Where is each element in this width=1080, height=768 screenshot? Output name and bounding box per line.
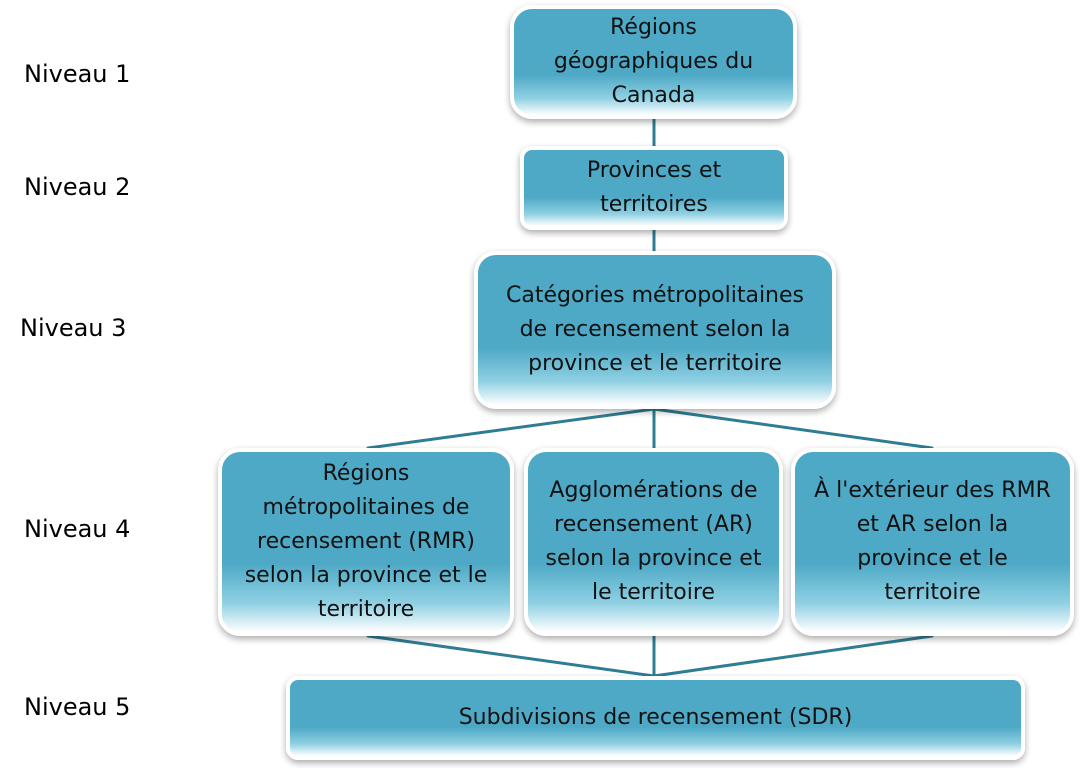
node-census-subdivisions: Subdivisions de recensement (SDR) [286, 676, 1025, 760]
node-ca-text: Agglomérations de recensement (AR) selon… [545, 478, 762, 605]
level-5-label: Niveau 5 [24, 693, 131, 721]
node-geographic-regions: Régions géographiques du Canada [510, 5, 797, 119]
level-2-label: Niveau 2 [24, 173, 131, 201]
level-4-label: Niveau 4 [24, 515, 131, 543]
connector-l4a-l5 [366, 634, 656, 678]
node-cma: Régions métropolitaines de recensement (… [218, 448, 514, 636]
node-ca: Agglomérations de recensement (AR) selon… [524, 448, 783, 636]
connector-l4c-l5 [652, 634, 934, 678]
node-metropolitan-categories-text: Catégories métropolitaines de recensemen… [506, 283, 804, 376]
node-outside-cma-ca: À l'extérieur des RMR et AR selon la pro… [791, 448, 1074, 636]
node-cma-text: Régions métropolitaines de recensement (… [244, 461, 488, 622]
node-provinces-territories: Provinces et territoires [520, 146, 788, 230]
connector-l3-l4a [366, 407, 656, 450]
node-provinces-territories-text: Provinces et territoires [586, 158, 722, 217]
node-geographic-regions-text: Régions géographiques du Canada [553, 15, 754, 108]
node-outside-cma-ca-text: À l'extérieur des RMR et AR selon la pro… [814, 478, 1051, 605]
connector-l3-l4c [652, 407, 934, 450]
level-3-label: Niveau 3 [20, 314, 127, 342]
node-metropolitan-categories: Catégories métropolitaines de recensemen… [474, 251, 836, 409]
level-1-label: Niveau 1 [24, 60, 131, 88]
node-census-subdivisions-text: Subdivisions de recensement (SDR) [458, 705, 853, 730]
